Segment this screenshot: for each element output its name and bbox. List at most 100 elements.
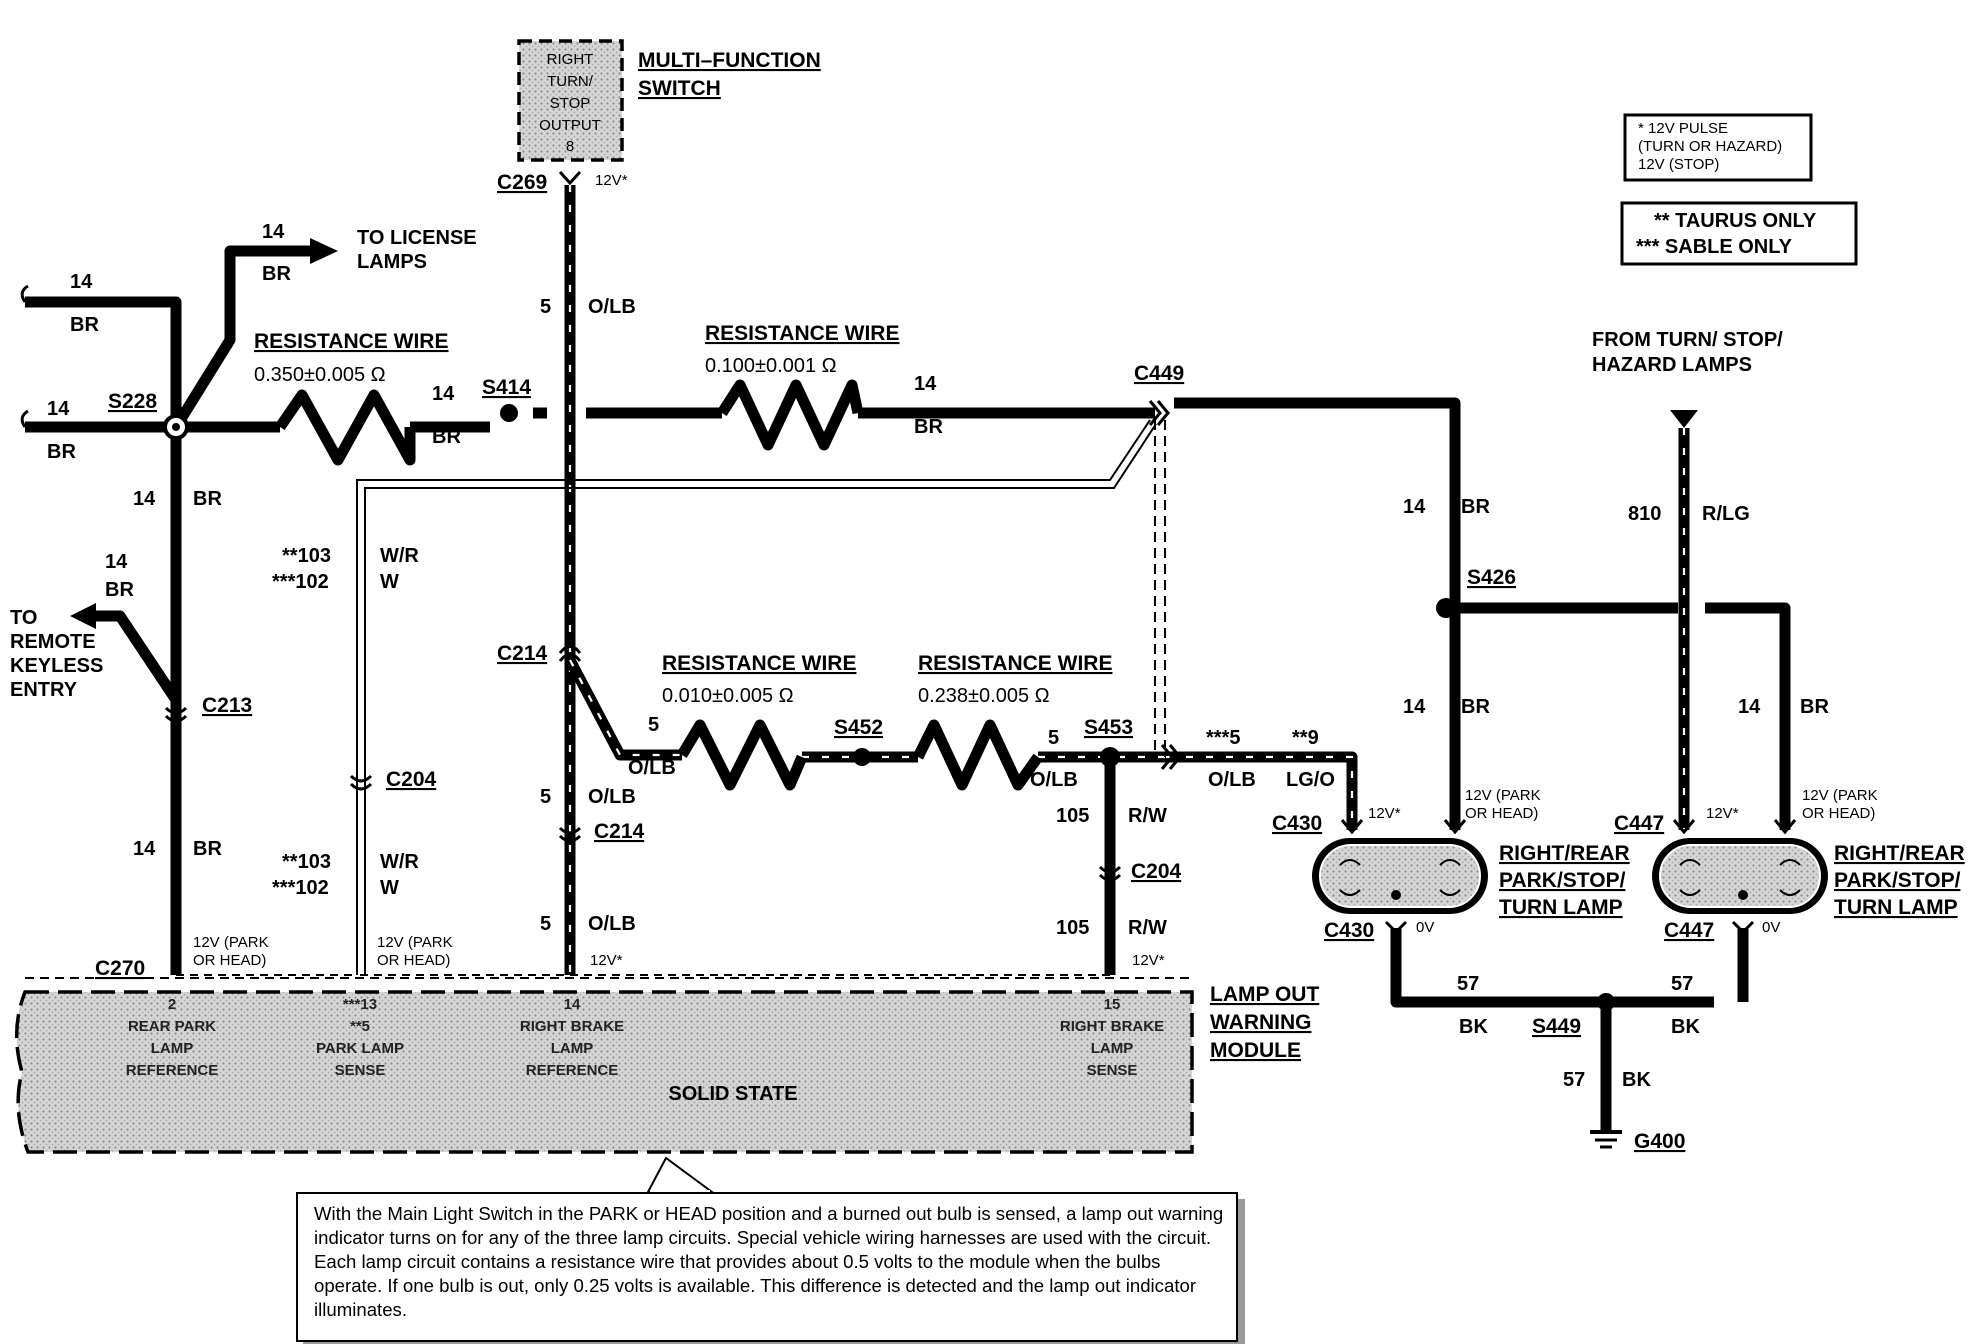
wire-labels-rke-color-label: BR xyxy=(105,579,134,601)
license-lamps-arrow-icon xyxy=(310,238,338,264)
wire-labels-sense-bot-c1-label: W/R xyxy=(380,851,419,873)
mfs-box-line4: OUTPUT xyxy=(539,117,601,134)
legend-pulse-line3: 12V (STOP) xyxy=(1638,156,1719,173)
rke-line2: REMOTE xyxy=(10,631,96,653)
wire-labels-rwleft-color-label: BR xyxy=(432,426,461,448)
mfs-box-line2: TURN/ xyxy=(547,73,594,90)
wire-labels-s426down-color-label: BR xyxy=(1461,696,1490,718)
connector-c270: C270 xyxy=(95,957,145,980)
voltages-brake-ref-label: 12V* xyxy=(590,952,623,969)
rke-line4: ENTRY xyxy=(10,679,78,701)
mfs-box-line3: STOP xyxy=(550,95,591,112)
wire-labels-in2-gauge-label: 14 xyxy=(47,398,70,420)
connector-c214-upper: C214 xyxy=(497,642,548,665)
connector-c269: C269 xyxy=(497,171,547,194)
module-pin2-line1-label: REAR PARK xyxy=(128,1018,216,1035)
wire-labels-s453r-gauge-label: 5 xyxy=(1048,727,1059,749)
connector-c430-bot: C430 xyxy=(1324,919,1374,942)
wire-labels-rke-gauge-label: 14 xyxy=(105,551,128,573)
module-title-line1: LAMP OUT xyxy=(1210,983,1319,1006)
wire-labels-olb2-gauge-label: 5 xyxy=(540,786,551,808)
splice-s452: S452 xyxy=(834,716,883,739)
from-turn-arrow-icon xyxy=(1670,410,1698,428)
mfs-box-line1: RIGHT xyxy=(547,51,594,68)
wire-labels-rw2-color-label: R/W xyxy=(1128,917,1167,939)
lamp1-label-line1: RIGHT/REAR xyxy=(1499,842,1630,865)
wire-labels-rwleft-gauge-label: 14 xyxy=(432,383,455,405)
legend-box-pulse: * 12V PULSE (TURN OR HAZARD) 12V (STOP) xyxy=(1623,113,1813,182)
ground-icon xyxy=(1590,1130,1622,1149)
wire-labels-diag-color-label: O/LB xyxy=(628,757,676,779)
splice-s414: S414 xyxy=(482,376,531,399)
wire-labels-bk-left-gauge-label: 57 xyxy=(1457,973,1479,995)
module-title-line3: MODULE xyxy=(1210,1039,1301,1062)
wire-labels-bk-right-color-label: BK xyxy=(1671,1016,1700,1038)
rw-left-title: RESISTANCE WIRE xyxy=(254,330,448,353)
wire-labels-sense-top-102-label: ***102 xyxy=(272,571,329,593)
striped-wires xyxy=(564,185,1690,975)
wire-labels-rwtop-gauge-label: 14 xyxy=(914,373,937,395)
resistance-wire-labels: RESISTANCE WIRE 0.350±0.005 Ω RESISTANCE… xyxy=(254,322,1112,707)
voltages-c447-right2-label: OR HEAD) xyxy=(1802,805,1875,822)
module-pin13-line1-label: PARK LAMP xyxy=(316,1040,404,1057)
note-text: With the Main Light Switch in the PARK o… xyxy=(314,1203,1224,1320)
mfs-title-line1: MULTI–FUNCTION xyxy=(638,49,821,72)
wire-labels-rw1-gauge-label: 105 xyxy=(1056,805,1089,827)
module-pin15-num-label: 15 xyxy=(1104,996,1121,1013)
mfs-title-line2: SWITCH xyxy=(638,77,721,100)
wire-labels-bk-left-color-label: BK xyxy=(1459,1016,1488,1038)
note-callout-pointer xyxy=(646,1156,716,1195)
wire-labels: 14 BR 14 BR 14 BR 14 BR 14 BR 14 BR 14 B… xyxy=(47,221,1829,1091)
connector-c214-lower: C214 xyxy=(594,820,645,843)
legend-box-models: ** TAURUS ONLY *** SABLE ONLY xyxy=(1620,201,1858,266)
wire-labels-out-color1-label: O/LB xyxy=(1208,769,1256,791)
wire-labels-in1-gauge-label: 14 xyxy=(70,271,93,293)
wire-labels-sense-bot-103-label: **103 xyxy=(282,851,331,873)
lamp-c430-icon xyxy=(1312,838,1488,914)
wire-labels-c447right-color-label: BR xyxy=(1800,696,1829,718)
wire-labels-c447right-gauge-label: 14 xyxy=(1738,696,1761,718)
lamp2-label-line2: PARK/STOP/ xyxy=(1834,869,1961,892)
wire-labels-olb2-color-label: O/LB xyxy=(588,786,636,808)
wire-labels-rw1-color-label: R/W xyxy=(1128,805,1167,827)
rw-mid1-value: 0.010±0.005 Ω xyxy=(662,685,794,707)
wire-labels-rlg-color-label: R/LG xyxy=(1702,503,1750,525)
rke-line3: KEYLESS xyxy=(10,655,103,677)
arrow-icons xyxy=(20,238,1698,629)
module-pin2-line2-label: LAMP xyxy=(151,1040,194,1057)
wire-labels-in1-color-label: BR xyxy=(70,314,99,336)
voltages-c430-left-label: 12V* xyxy=(1368,805,1401,822)
voltages-c269-label: 12V* xyxy=(595,172,628,189)
module-pin2-num-label: 2 xyxy=(168,996,176,1013)
lamp1-label-line2: PARK/STOP/ xyxy=(1499,869,1626,892)
wire-labels-s453r-color-label: O/LB xyxy=(1030,769,1078,791)
lamp-labels: RIGHT/REAR PARK/STOP/ TURN LAMP RIGHT/RE… xyxy=(1499,842,1965,919)
wire-labels-bk-down-gauge-label: 57 xyxy=(1563,1069,1585,1091)
connector-labels: C269 S228 S414 C449 C213 C204 C214 C214 … xyxy=(95,171,1714,1153)
splice-s426: S426 xyxy=(1467,566,1516,589)
voltages-c270-line1-label: 12V (PARK xyxy=(193,934,269,951)
connector-c449: C449 xyxy=(1134,362,1184,385)
voltages-c430-ground-label: 0V xyxy=(1416,919,1434,936)
module-pin15-line3-label: SENSE xyxy=(1087,1062,1138,1079)
from-turn-line1: FROM TURN/ STOP/ xyxy=(1592,329,1783,351)
voltages-c447-ground-label: 0V xyxy=(1762,919,1780,936)
splice-s228: S228 xyxy=(108,390,157,413)
voltages-c447-left-label: 12V* xyxy=(1706,805,1739,822)
rw-top-value: 0.100±0.001 Ω xyxy=(705,355,837,377)
module-pin13-num2-label: **5 xyxy=(350,1018,370,1035)
splice-s449: S449 xyxy=(1532,1015,1581,1038)
wire-labels-olb1-gauge-label: 5 xyxy=(540,296,551,318)
wire-labels-s228down-color-label: BR xyxy=(193,488,222,510)
voltage-labels: 12V* 12V (PARK OR HEAD) 12V (PARK OR HEA… xyxy=(193,172,1878,969)
license-lamps-line2: LAMPS xyxy=(357,251,427,273)
rw-mid2-value: 0.238±0.005 Ω xyxy=(918,685,1050,707)
wire-labels-sense-bot-102-label: ***102 xyxy=(272,877,329,899)
module-pin15-line1-label: RIGHT BRAKE xyxy=(1060,1018,1164,1035)
wire-labels-sense-bot-c2-label: W xyxy=(380,877,399,899)
module-pin2-line3-label: REFERENCE xyxy=(126,1062,219,1079)
connector-symbols xyxy=(164,170,1797,935)
multi-function-switch-box xyxy=(517,39,624,162)
from-turn-line2: HAZARD LAMPS xyxy=(1592,354,1752,376)
